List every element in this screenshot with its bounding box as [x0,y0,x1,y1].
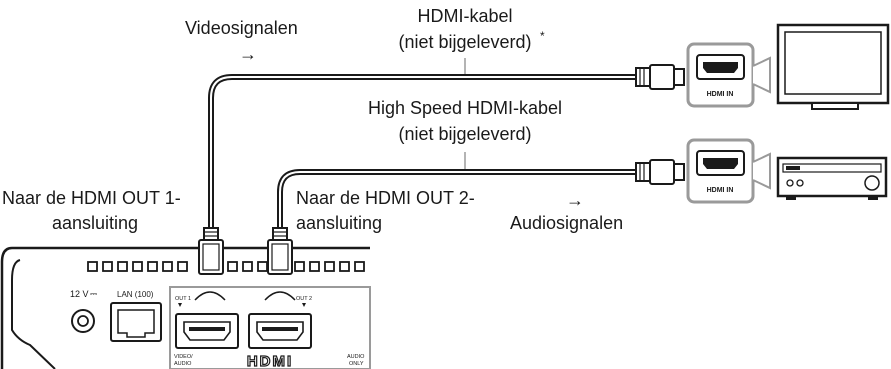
hdmi-cable-asterisk: * [540,29,545,43]
audio-signals-label: Audiosignalen [510,213,623,233]
lan-label: LAN (100) [117,290,154,299]
player-hdmi-plug-2 [267,227,293,275]
high-speed-cable-label: High Speed HDMI-kabel [368,98,562,118]
power-symbol: ⎓ [90,289,97,299]
hdmi-logo: HDMI [247,353,293,369]
hdmi-cable-1 [208,74,640,232]
out2-desc-line2: ONLY [349,361,364,367]
player-rear-panel: 12 V ⎓ LAN (100) OUT 1 OUT 2 VIDEO/ AUDI… [0,246,371,369]
out2-desc: AUDIO [347,354,365,360]
out1-port-label: OUT 1 [175,296,191,302]
receiver-port-callout: HDMI IN [686,138,771,204]
out2-label-line2: aansluiting [296,213,382,233]
video-signals-arrow: → [239,44,257,64]
out2-port-label: OUT 2 [296,296,312,302]
tv-port-label: HDMI IN [707,91,734,98]
tv-port-callout: HDMI IN [686,42,771,108]
audio-signals-arrow: → [566,190,584,210]
tv-icon [776,23,890,110]
high-speed-cable-note: (niet bijgeleverd) [398,124,531,144]
out2-label: Naar de HDMI OUT 2- [296,188,475,208]
out1-desc: VIDEO/ [174,354,193,360]
out1-label: Naar de HDMI OUT 1- [2,188,181,208]
tv-hdmi-plug [635,64,685,90]
receiver-port-label: HDMI IN [707,187,734,194]
power-label: 12 V [70,289,89,299]
out1-label-line2: aansluiting [52,213,138,233]
hdmi-cable-note: (niet bijgeleverd) [398,32,531,52]
hdmi-cable-2 [277,169,640,232]
receiver-hdmi-plug [635,159,685,185]
hdmi-cable-label: HDMI-kabel [417,6,512,26]
player-hdmi-plug-1 [198,227,224,275]
out1-desc-line2: AUDIO [174,361,192,367]
av-receiver-icon [776,156,888,200]
vent-slots [87,261,365,272]
video-signals-label: Videosignalen [185,18,298,38]
